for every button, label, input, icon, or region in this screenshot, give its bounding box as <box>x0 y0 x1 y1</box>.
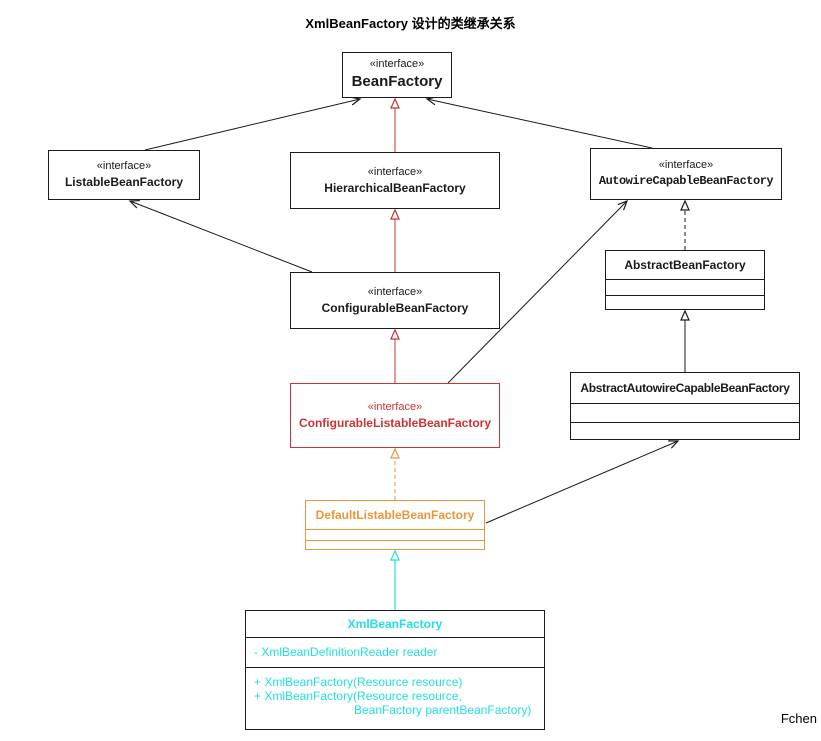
class-name: ListableBeanFactory <box>64 175 184 190</box>
class-default-listable-bean-factory: DefaultListableBeanFactory <box>305 500 485 550</box>
class-name: ConfigurableListableBeanFactory <box>298 415 492 430</box>
class-configurable-listable-bean-factory: «interface» ConfigurableListableBeanFact… <box>290 383 500 448</box>
field-reader: - XmlBeanDefinitionReader reader <box>254 645 438 659</box>
edge-defaultlistable-to-abstractautowire <box>485 440 680 524</box>
fields-compartment <box>606 279 764 295</box>
stereotype-label: «interface» <box>367 165 423 178</box>
fields-compartment: - XmlBeanDefinitionReader reader <box>246 637 544 667</box>
class-name: ConfigurableBeanFactory <box>321 300 469 315</box>
author-signature: Fchen <box>780 711 817 726</box>
stereotype-label: «interface» <box>369 58 425 71</box>
class-name: AutowireCapableBeanFactory <box>598 174 774 189</box>
method-constructor-2-continued: BeanFactory parentBeanFactory) <box>354 703 532 717</box>
class-name: AbstractAutowireCapableBeanFactory <box>580 381 790 395</box>
class-hierarchical-bean-factory: «interface» HierarchicalBeanFactory <box>290 152 500 209</box>
edge-configurable-to-listable <box>128 199 313 273</box>
class-xml-bean-factory: XmlBeanFactory - XmlBeanDefinitionReader… <box>245 610 545 730</box>
class-autowire-capable-bean-factory: «interface» AutowireCapableBeanFactory <box>590 148 782 200</box>
fields-compartment <box>571 403 799 422</box>
method-constructor-2: + XmlBeanFactory(Resource resource, <box>254 689 462 703</box>
class-abstract-autowire-capable-bean-factory: AbstractAutowireCapableBeanFactory <box>570 372 800 440</box>
methods-compartment <box>306 540 484 549</box>
class-configurable-bean-factory: «interface» ConfigurableBeanFactory <box>290 272 500 329</box>
stereotype-label: «interface» <box>367 285 423 298</box>
class-name: AbstractBeanFactory <box>624 258 746 272</box>
diagram-title: XmlBeanFactory 设计的类继承关系 <box>305 16 516 31</box>
stereotype-label: «interface» <box>658 159 714 172</box>
class-abstract-bean-factory: AbstractBeanFactory <box>605 250 765 310</box>
class-name: BeanFactory <box>351 73 443 91</box>
stereotype-label: «interface» <box>96 160 152 173</box>
edge-listable-to-beanfactory <box>144 96 362 151</box>
method-constructor-1: + XmlBeanFactory(Resource resource) <box>254 675 463 689</box>
class-listable-bean-factory: «interface» ListableBeanFactory <box>48 150 200 200</box>
fields-compartment <box>306 529 484 540</box>
class-name: DefaultListableBeanFactory <box>315 508 475 522</box>
edge-autowirecapable-to-beanfactory <box>425 96 653 149</box>
methods-compartment <box>606 295 764 309</box>
methods-compartment: + XmlBeanFactory(Resource resource) + Xm… <box>246 667 544 729</box>
class-bean-factory: «interface» BeanFactory <box>342 52 452 98</box>
class-name: HierarchicalBeanFactory <box>324 180 466 195</box>
stereotype-label: «interface» <box>367 400 423 413</box>
methods-compartment <box>571 422 799 439</box>
edge-configurablelistable-to-autowirecapable <box>447 199 629 384</box>
class-name: XmlBeanFactory <box>347 617 443 631</box>
